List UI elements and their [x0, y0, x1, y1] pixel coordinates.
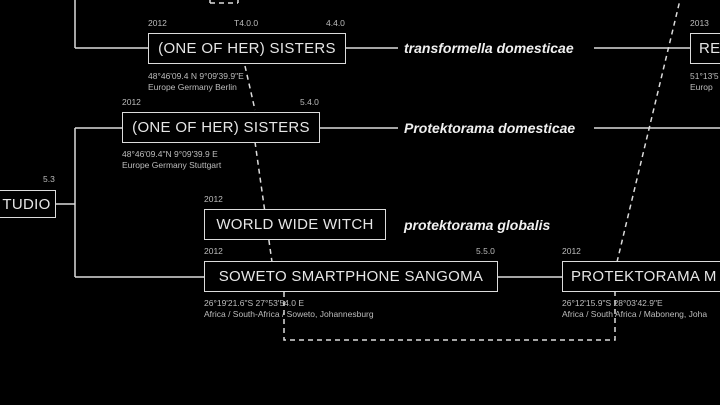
sisters-berlin-version: 4.4.0 — [326, 18, 345, 28]
protektorama-year: 2012 — [562, 246, 581, 256]
sangoma-node[interactable]: SOWETO SMARTPHONE SANGOMA — [204, 261, 498, 292]
studio-version: 5.3 — [43, 174, 55, 184]
sangoma-place: Africa / South-Africa / Soweto, Johannes… — [204, 309, 374, 319]
sangoma-year: 2012 — [204, 246, 223, 256]
sisters-stuttgart-year: 2012 — [122, 97, 141, 107]
sisters-berlin-label: (ONE OF HER) SISTERS — [158, 40, 336, 57]
sisters-berlin-node[interactable]: (ONE OF HER) SISTERS — [148, 33, 346, 64]
re-place: Europ — [690, 82, 713, 92]
species-protektorama-domesticae: Protektorama domesticae — [404, 120, 576, 136]
sisters-berlin-coord: 48°46'09.4 N 9°09'39.9"E — [148, 71, 244, 81]
species-transformella: transformella domesticae — [404, 40, 574, 56]
re-location: 51°13'5 Europ — [690, 71, 719, 93]
protektorama-coord: 26°12'15.9"S 28°03'42.9"E — [562, 298, 663, 308]
re-node[interactable]: RE — [690, 33, 720, 64]
re-year: 2013 — [690, 18, 709, 28]
sisters-berlin-year: 2012 — [148, 18, 167, 28]
sisters-berlin-version-mid: T4.0.0 — [234, 18, 259, 28]
sangoma-label: SOWETO SMARTPHONE SANGOMA — [218, 268, 484, 285]
sisters-stuttgart-version: 5.4.0 — [300, 97, 319, 107]
sisters-stuttgart-label: (ONE OF HER) SISTERS — [132, 119, 310, 136]
studio-node[interactable]: TUDIO — [0, 190, 56, 218]
protektorama-location: 26°12'15.9"S 28°03'42.9"E Africa / South… — [562, 298, 707, 320]
sangoma-location: 26°19'21.6"S 27°53'54.0 E Africa / South… — [204, 298, 374, 320]
sangoma-version: 5.5.0 — [476, 246, 495, 256]
sisters-berlin-place: Europe Germany Berlin — [148, 82, 237, 92]
sisters-stuttgart-node[interactable]: (ONE OF HER) SISTERS — [122, 112, 320, 143]
sisters-stuttgart-coord: 48°46'09.4"N 9°09'39.9 E — [122, 149, 218, 159]
witch-node[interactable]: WORLD WIDE WITCH — [204, 209, 386, 240]
witch-label: WORLD WIDE WITCH — [216, 216, 374, 233]
studio-label: TUDIO — [2, 195, 51, 213]
species-protektorama-globalis: protektorama globalis — [404, 217, 551, 233]
sangoma-coord: 26°19'21.6"S 27°53'54.0 E — [204, 298, 305, 308]
protektorama-node[interactable]: PROTEKTORAMA M — [562, 261, 720, 292]
witch-year: 2012 — [204, 194, 223, 204]
sisters-stuttgart-place: Europe Germany Stuttgart — [122, 160, 222, 170]
protektorama-place: Africa / South Africa / Maboneng, Joha — [562, 309, 708, 319]
re-coord: 51°13'5 — [690, 71, 719, 81]
sisters-stuttgart-location: 48°46'09.4"N 9°09'39.9 E Europe Germany … — [122, 149, 221, 171]
sisters-berlin-location: 48°46'09.4 N 9°09'39.9"E Europe Germany … — [148, 71, 244, 93]
protektorama-label: PROTEKTORAMA M — [571, 268, 717, 285]
re-label: RE — [699, 40, 720, 57]
